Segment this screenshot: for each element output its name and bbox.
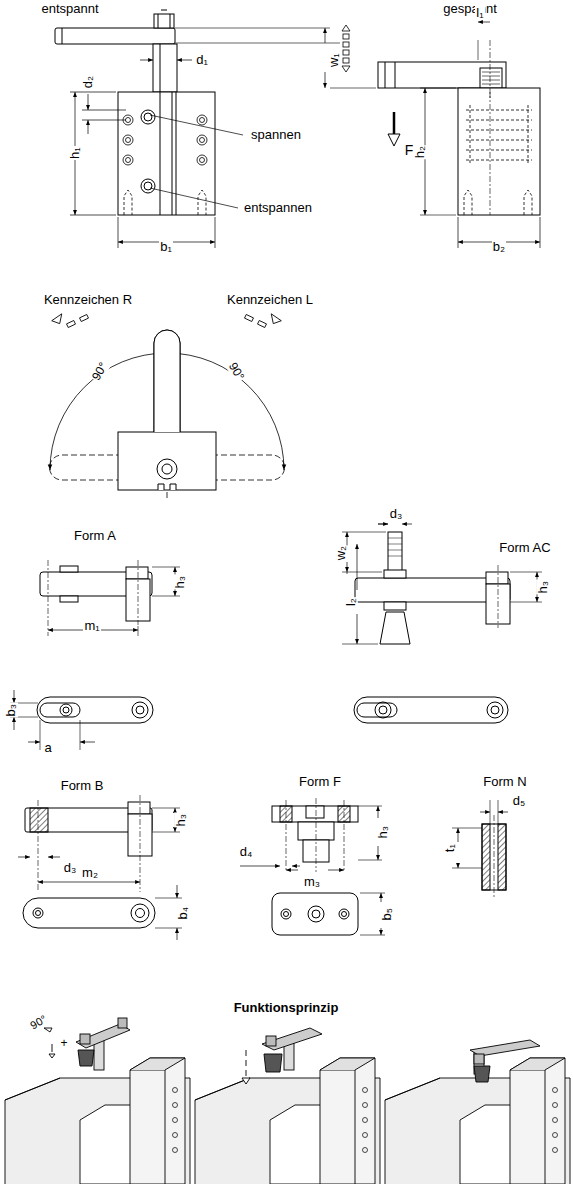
- dimension-label: spannen: [250, 128, 302, 142]
- dimension-label: m₃: [303, 875, 321, 889]
- clamp-unclamped: [55, 10, 340, 248]
- dimension-label: entspannen: [243, 201, 313, 215]
- dimension-label: b₄: [176, 906, 190, 921]
- dimension-label: m₂: [81, 866, 99, 880]
- dimension-label: b₃: [4, 703, 18, 718]
- dimension-label: Form AC: [498, 541, 551, 555]
- dimension-label: l₁: [475, 6, 484, 20]
- clamp-clamped: [325, 22, 540, 248]
- dimension-label: m₁: [83, 619, 100, 633]
- dimension-label: 90°: [89, 360, 110, 384]
- dimension-label: Form A: [73, 529, 117, 543]
- dimension-label: Kennzeichen L: [226, 293, 314, 307]
- dimension-label: entspannt: [40, 2, 99, 16]
- dimension-label: 90°: [225, 360, 246, 384]
- dimension-label: b₁: [159, 240, 173, 254]
- form-f: [240, 798, 385, 935]
- dimension-label: d₃: [63, 861, 78, 875]
- form-b: [18, 795, 182, 940]
- dimension-label: Form F: [298, 775, 342, 789]
- form-a: [10, 560, 180, 750]
- dimension-label: Form N: [482, 775, 527, 789]
- dimension-label: Kennzeichen R: [43, 293, 133, 307]
- dimension-label: d₅: [512, 794, 526, 808]
- dimension-label: b₂: [492, 240, 506, 254]
- dimension-label: w₁: [327, 52, 341, 68]
- dimension-label: b₅: [380, 907, 394, 921]
- dimension-label: h₃: [376, 825, 390, 840]
- dimension-label: a: [43, 741, 52, 755]
- dimension-label: h₁: [68, 146, 82, 160]
- dimension-label: +: [59, 1037, 68, 1050]
- dimension-label: l₂: [344, 597, 358, 607]
- form-n: [452, 800, 508, 898]
- dimension-label: h₃: [173, 575, 187, 590]
- dimension-label: h₃: [536, 580, 550, 595]
- dimension-label: d₄: [239, 845, 254, 859]
- dimension-label: h₃: [174, 813, 188, 828]
- dimension-label: d₃: [389, 507, 404, 521]
- dimension-label: Funktionsprinzip: [233, 1001, 340, 1015]
- dimension-label: gespannt: [442, 2, 498, 16]
- function-principle: [5, 1018, 570, 1184]
- dimension-label: Form B: [60, 779, 105, 793]
- dimension-label: w₂: [334, 545, 348, 561]
- rotation-view: [50, 314, 285, 500]
- dimension-label: h₂: [413, 145, 427, 159]
- dimension-label: d₂: [81, 75, 95, 89]
- dimension-label: t₁: [443, 843, 457, 853]
- dimension-label: d₁: [195, 53, 209, 67]
